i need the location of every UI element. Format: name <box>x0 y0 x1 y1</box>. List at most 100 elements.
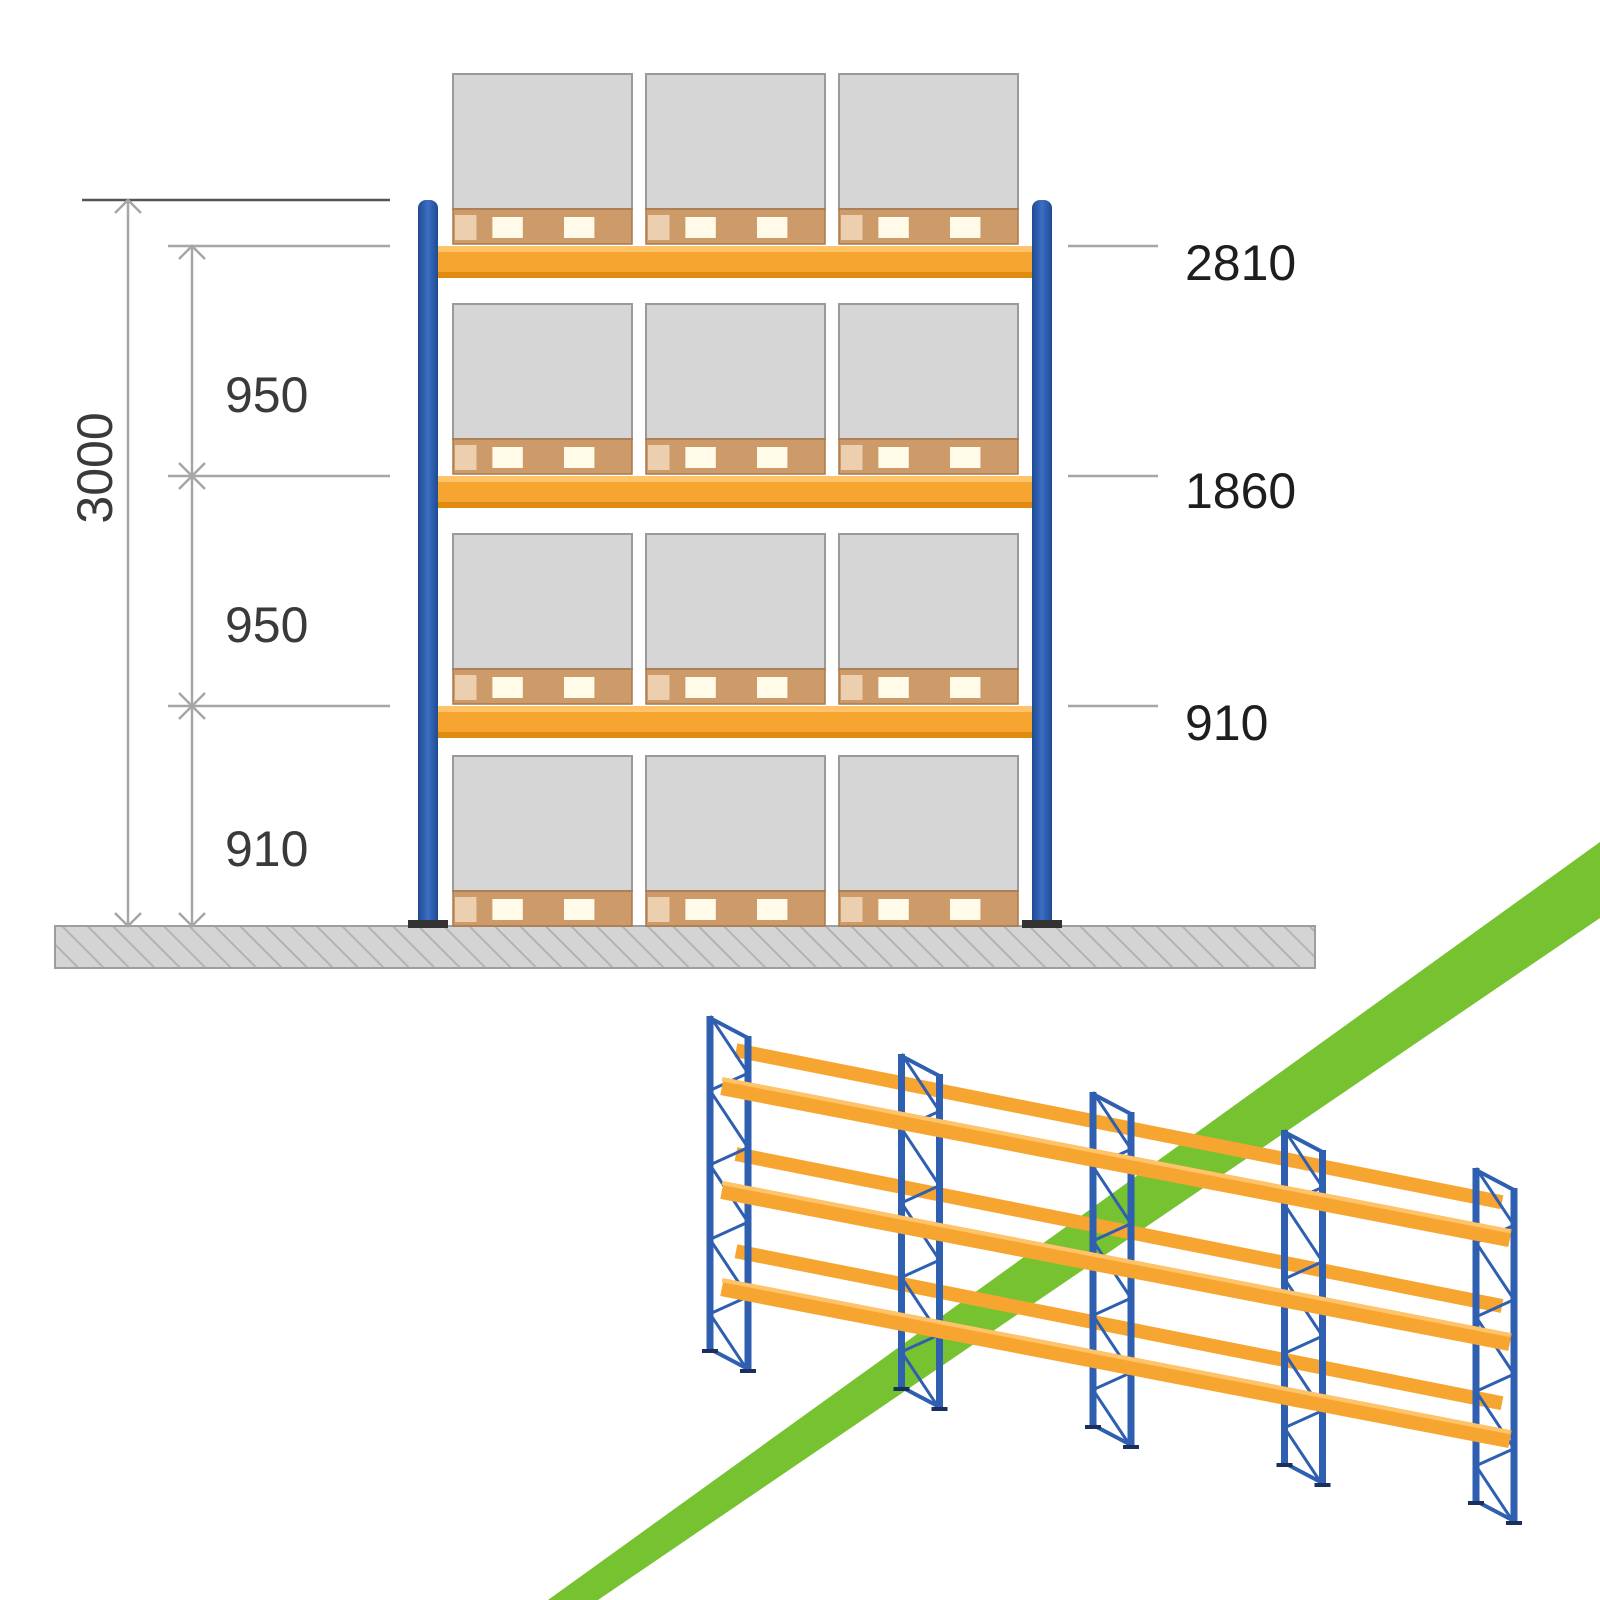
pallet-opening <box>841 675 863 700</box>
rack-beams <box>436 246 1036 738</box>
pallet <box>838 668 1019 705</box>
floor <box>54 925 1316 969</box>
pallet-opening <box>949 447 981 468</box>
pallet-opening <box>756 217 788 238</box>
pallet-opening <box>685 217 716 238</box>
pallet <box>452 890 633 927</box>
pallet-load <box>645 755 826 927</box>
pallet-load <box>452 303 633 475</box>
pallet-opening <box>455 675 477 700</box>
pallet-opening <box>648 215 670 240</box>
pallet <box>645 208 826 245</box>
left-dimension-label-middle: 950 <box>225 597 308 653</box>
iso-beam-front-highlight <box>721 1278 1511 1435</box>
pallet <box>452 208 633 245</box>
pallet-load <box>838 533 1019 705</box>
rack-elevation-view: 3000 950 950 910 2810 1860 910 <box>54 73 1316 969</box>
pallet <box>645 438 826 475</box>
pallet-opening <box>455 215 477 240</box>
pallet-opening <box>685 677 716 698</box>
pallet-load <box>452 73 633 245</box>
pallet-opening <box>648 675 670 700</box>
dimension-lines <box>82 198 1158 928</box>
pallet-opening <box>492 447 523 468</box>
beam-level-label-3: 2810 <box>1185 235 1296 291</box>
pallet-opening <box>841 215 863 240</box>
iso-tie <box>900 1054 941 1078</box>
iso-beam-back <box>734 1244 1504 1411</box>
pallet-opening <box>648 897 670 922</box>
iso-beam-back <box>734 1043 1504 1210</box>
right-base-plate <box>1022 920 1062 928</box>
pallet <box>838 438 1019 475</box>
pallet-opening <box>455 445 477 470</box>
pallet-opening <box>685 447 716 468</box>
pallet-load <box>645 533 826 705</box>
pallet-loads <box>452 73 1019 927</box>
pallet-load <box>645 303 826 475</box>
pallet <box>838 208 1019 245</box>
pallet-opening <box>949 677 981 698</box>
pallet-opening <box>878 677 909 698</box>
beam-level-label-1: 910 <box>1185 695 1268 751</box>
pallet-opening <box>563 899 595 920</box>
pallet-load <box>645 73 826 245</box>
load-box <box>645 755 826 892</box>
pallet-opening <box>841 445 863 470</box>
left-upright <box>418 200 438 928</box>
load-box <box>452 303 633 440</box>
iso-rack <box>702 1015 1522 1525</box>
pallet-opening <box>492 217 523 238</box>
left-dimension-label-bottom: 910 <box>225 821 308 877</box>
iso-beam-front-highlight <box>721 1077 1511 1234</box>
pallet-opening <box>492 677 523 698</box>
pallet-opening <box>563 677 595 698</box>
load-box <box>452 533 633 670</box>
pallet-opening <box>878 217 909 238</box>
pallet-opening <box>949 217 981 238</box>
pallet-opening <box>563 217 595 238</box>
pallet-opening <box>841 897 863 922</box>
pallet-opening <box>878 447 909 468</box>
load-box <box>452 755 633 892</box>
load-box <box>645 533 826 670</box>
iso-tie <box>1283 1130 1324 1154</box>
pallet-opening <box>756 447 788 468</box>
pallet-opening <box>756 899 788 920</box>
iso-beam-front-highlight <box>721 1181 1511 1338</box>
iso-beam-front <box>720 1278 1512 1449</box>
pallet <box>452 438 633 475</box>
right-upright <box>1032 200 1052 928</box>
pallet-opening <box>949 899 981 920</box>
left-dimension-label-top: 950 <box>225 367 308 423</box>
pallet-load <box>838 303 1019 475</box>
beam-level-label-2: 1860 <box>1185 463 1296 519</box>
beam-highlight <box>436 246 1036 252</box>
beam-shadow <box>436 502 1036 508</box>
load-box <box>838 303 1019 440</box>
beam-shadow <box>436 272 1036 278</box>
pallet-load <box>838 755 1019 927</box>
load-box <box>838 755 1019 892</box>
load-box <box>645 303 826 440</box>
pallet <box>645 890 826 927</box>
left-base-plate <box>408 920 448 928</box>
pallet-load <box>838 73 1019 245</box>
pallet <box>452 668 633 705</box>
pallet <box>838 890 1019 927</box>
pallet-load <box>452 533 633 705</box>
pallet-load <box>452 755 633 927</box>
pallet-opening <box>563 447 595 468</box>
iso-front-beams <box>720 1077 1512 1449</box>
iso-beam-front <box>720 1181 1512 1351</box>
pallet-opening <box>455 897 477 922</box>
iso-tie <box>1092 1092 1132 1116</box>
pallet <box>645 668 826 705</box>
iso-tie <box>1475 1168 1515 1192</box>
iso-tie <box>709 1016 749 1040</box>
beam-shadow <box>436 732 1036 738</box>
pallet-opening <box>756 677 788 698</box>
total-height-label: 3000 <box>67 412 123 523</box>
